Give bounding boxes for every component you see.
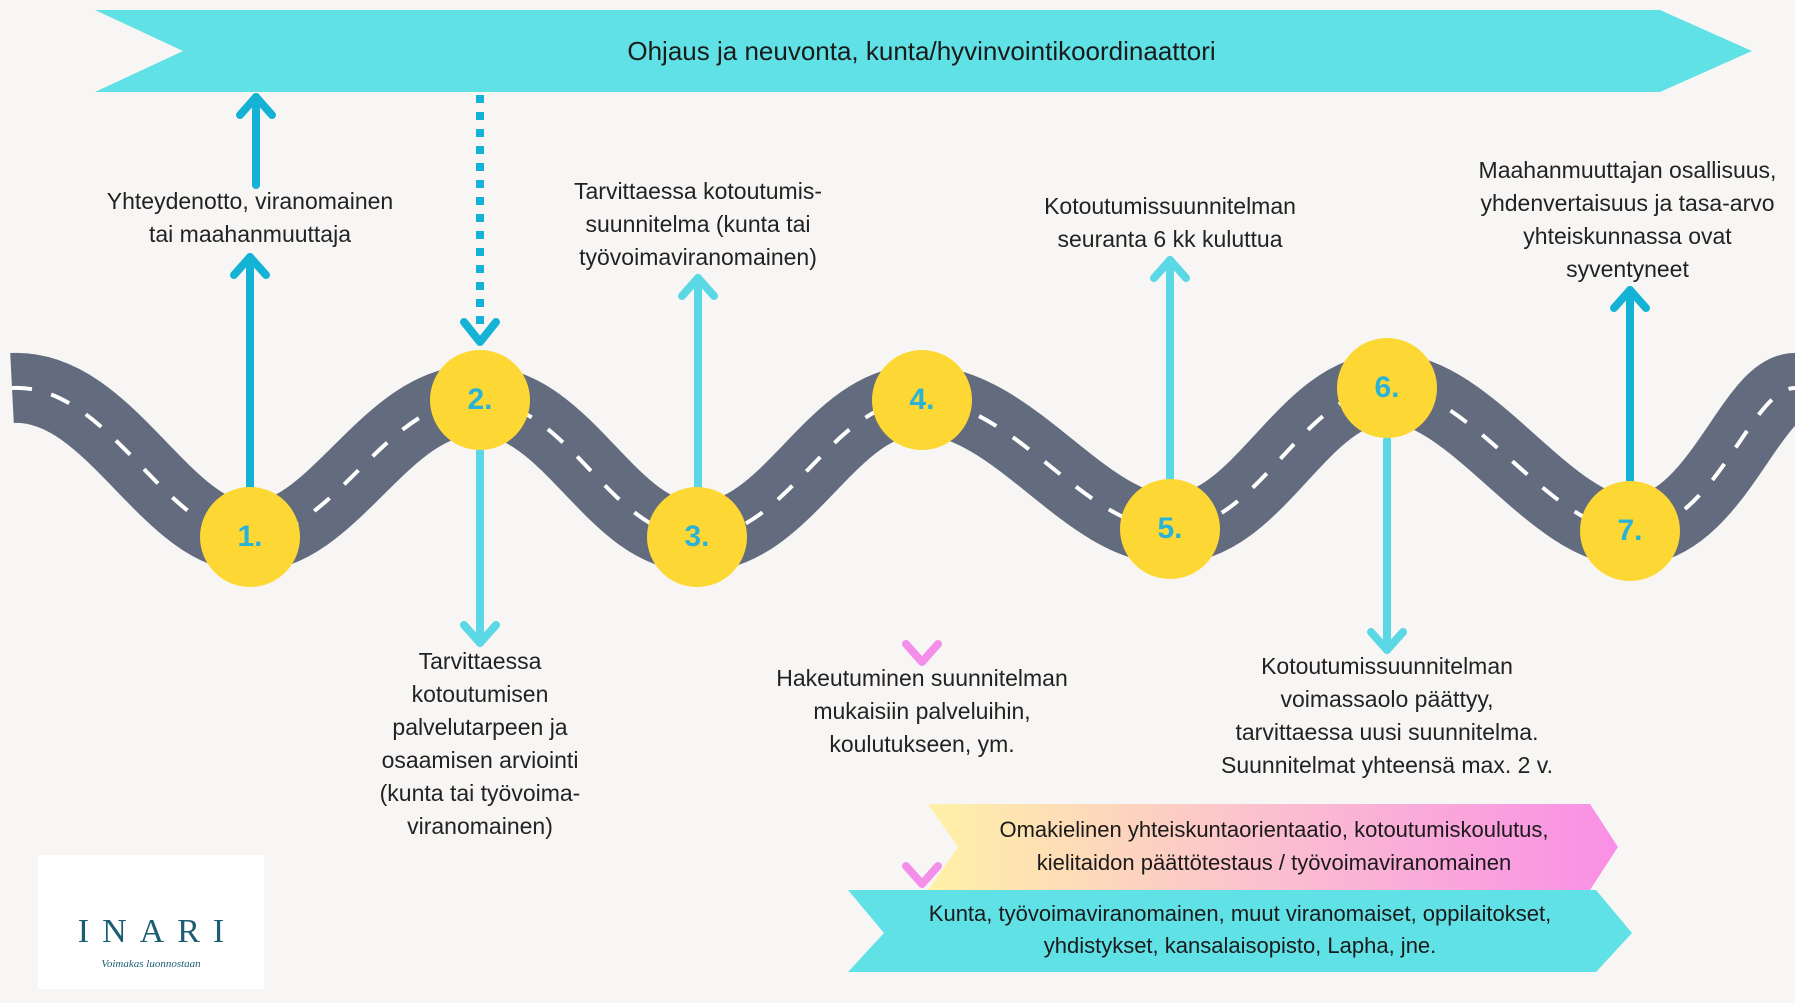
node-6 bbox=[1337, 338, 1437, 438]
step-nodes bbox=[200, 338, 1680, 587]
step-7-number: 7. bbox=[1617, 514, 1643, 547]
step-4-label: Hakeutuminen suunnitelman mukaisiin palv… bbox=[776, 665, 1068, 757]
gradient-banner-shape bbox=[928, 804, 1618, 890]
step-7-label: Maahanmuuttajan osallisuus, yhdenvertais… bbox=[1478, 157, 1777, 282]
logo-name: INARI bbox=[77, 913, 238, 950]
top-banner-ribbon bbox=[95, 10, 1752, 92]
logo-tagline: Voimakas luonnostaan bbox=[101, 958, 201, 970]
node-1 bbox=[200, 487, 300, 587]
step-5-arrow bbox=[1150, 256, 1190, 482]
bottom-banner-text: Kunta, työvoimaviranomainen, muut virano… bbox=[928, 901, 1552, 958]
step-2-number: 2. bbox=[467, 383, 493, 416]
node-2 bbox=[430, 350, 530, 450]
step-3-label: Tarvittaessa kotoutumis- suunnitelma (ku… bbox=[574, 178, 822, 270]
step-6-label: Kotoutumissuunnitelman voimassaolo päätt… bbox=[1221, 653, 1553, 778]
step-4-number: 4. bbox=[909, 383, 935, 416]
step-2-arrows bbox=[460, 95, 500, 647]
step-5-label: Kotoutumissuunnitelman seuranta 6 kk kul… bbox=[1044, 193, 1296, 252]
top-banner-text: Ohjaus ja neuvonta, kunta/hyvinvointikoo… bbox=[627, 36, 1216, 66]
node-7 bbox=[1580, 481, 1680, 581]
node-3 bbox=[647, 487, 747, 587]
node-5 bbox=[1120, 479, 1220, 579]
bottom-banner-shape bbox=[848, 890, 1632, 972]
step-3-number: 3. bbox=[684, 520, 710, 553]
step-6-arrow bbox=[1367, 436, 1407, 654]
step-1-number: 1. bbox=[237, 520, 263, 553]
node-4 bbox=[872, 350, 972, 450]
inari-logo: INARI Voimakas luonnostaan bbox=[38, 855, 264, 989]
step-5-number: 5. bbox=[1157, 512, 1183, 545]
step-6-number: 6. bbox=[1374, 371, 1400, 404]
step-4-arrows bbox=[902, 446, 942, 888]
step-1-label: Yhteydenotto, viranomainen tai maahanmuu… bbox=[106, 188, 394, 247]
step-3-arrow bbox=[678, 274, 718, 491]
step-7-arrow bbox=[1610, 286, 1650, 484]
gradient-banner-text: Omakielinen yhteiskuntaorientaatio, koto… bbox=[999, 817, 1549, 875]
step-1-arrows bbox=[230, 93, 276, 491]
step-2-label: Tarvittaessa kotoutumisen palvelutarpeen… bbox=[379, 648, 581, 839]
